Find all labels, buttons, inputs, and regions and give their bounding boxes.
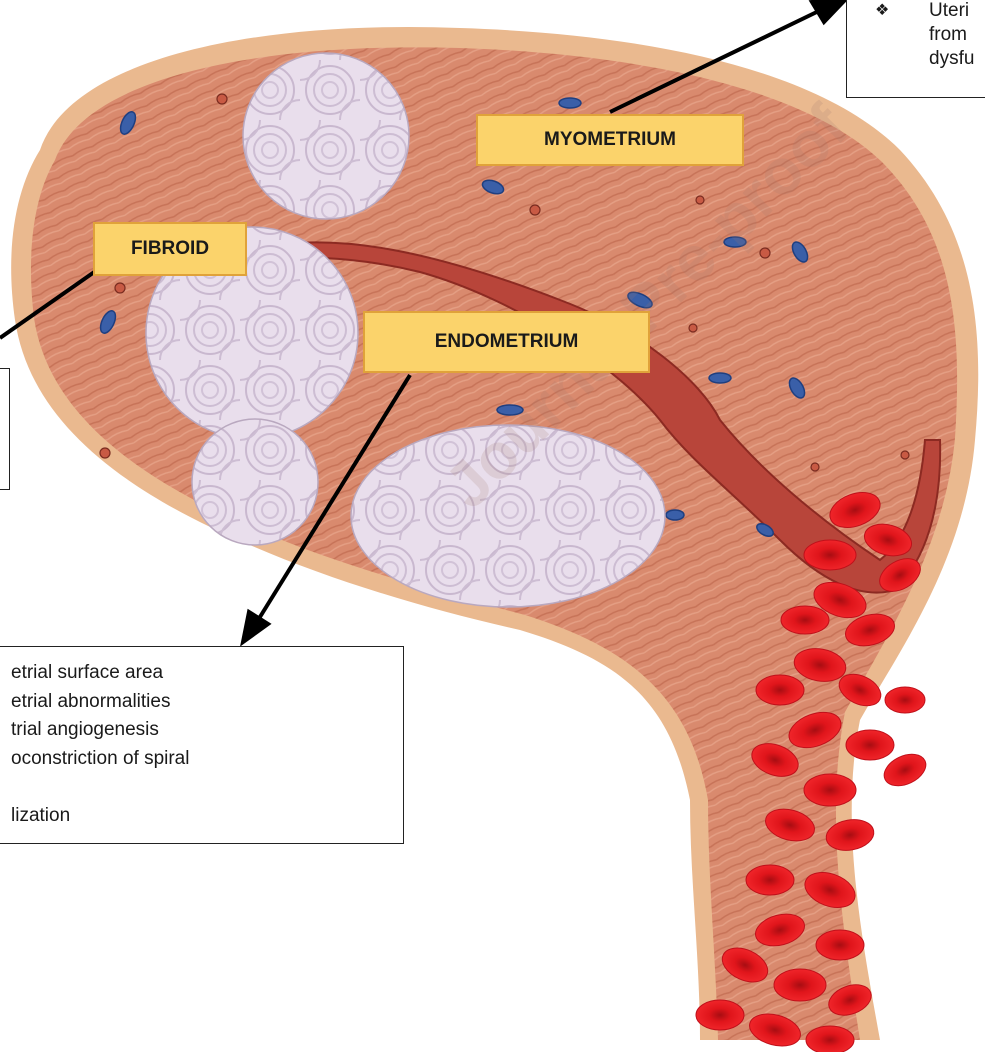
note-line: oconstriction of spiral bbox=[11, 745, 403, 774]
label-myometrium: MYOMETRIUM bbox=[476, 114, 744, 166]
note-line: trial angiogenesis bbox=[11, 716, 403, 745]
fibroid-small bbox=[192, 419, 318, 545]
fibroid-top bbox=[243, 53, 409, 219]
note-line: from bbox=[929, 23, 985, 47]
label-fibroid: FIBROID bbox=[93, 222, 247, 276]
note-line: etrial surface area bbox=[11, 659, 403, 688]
note-line: Uteri bbox=[929, 0, 985, 23]
note-box-top-right: ❖ Uteri from dysfu bbox=[846, 0, 985, 98]
note-box-left bbox=[0, 368, 10, 490]
note-line: lization bbox=[11, 802, 403, 831]
note-line: etrial abnormalities bbox=[11, 688, 403, 717]
note-line: dysfu bbox=[929, 47, 985, 71]
label-endometrium: ENDOMETRIUM bbox=[363, 311, 650, 373]
note-line bbox=[11, 773, 403, 802]
diamond-bullet-icon: ❖ bbox=[875, 0, 889, 23]
note-box-bottom: etrial surface area etrial abnormalities… bbox=[0, 646, 404, 844]
